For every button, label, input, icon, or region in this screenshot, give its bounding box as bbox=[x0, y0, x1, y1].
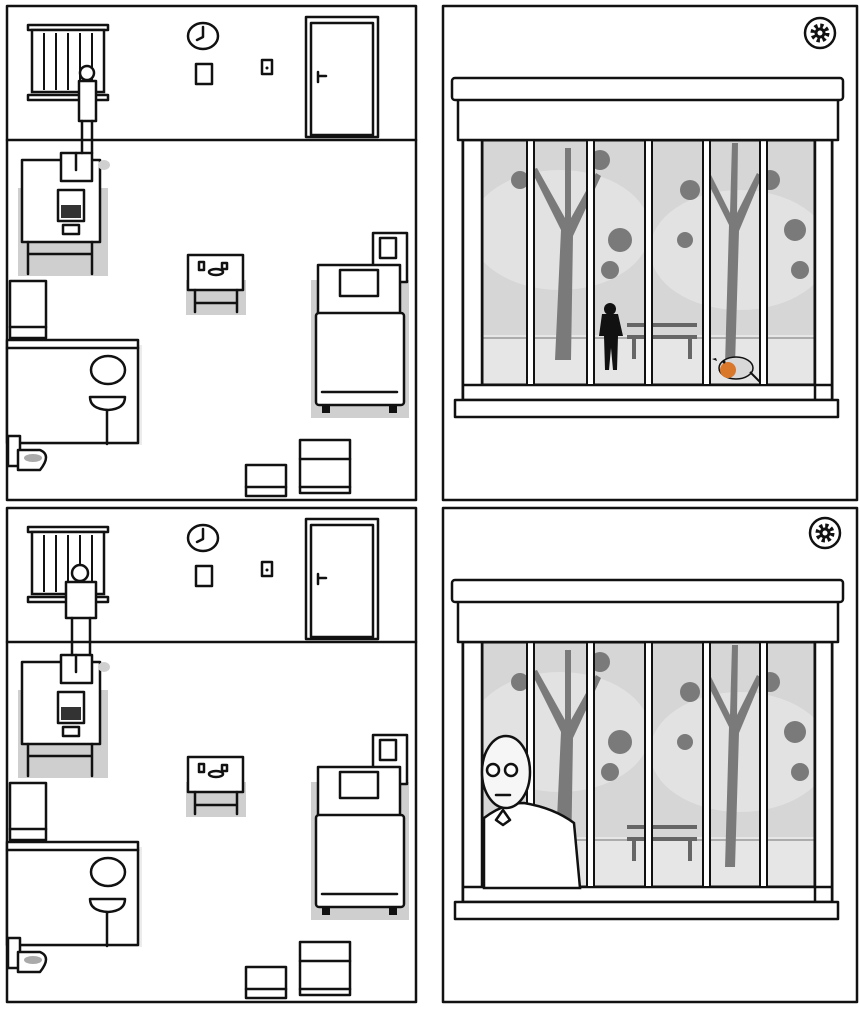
room-panel-bottom[interactable] bbox=[7, 508, 416, 1002]
settings-button[interactable] bbox=[808, 516, 842, 550]
gear-icon bbox=[810, 23, 830, 43]
gear-icon bbox=[815, 523, 835, 543]
room-panel-top[interactable] bbox=[7, 6, 416, 500]
bald-man-with-glasses[interactable] bbox=[480, 734, 582, 890]
window-panel-top[interactable] bbox=[443, 6, 857, 500]
player-character[interactable] bbox=[77, 64, 98, 155]
window-panel-bottom[interactable] bbox=[443, 508, 857, 1002]
robin-bird[interactable] bbox=[712, 356, 761, 383]
player-character[interactable] bbox=[64, 563, 98, 657]
settings-button[interactable] bbox=[803, 16, 837, 50]
silhouette-figure[interactable] bbox=[599, 303, 623, 370]
